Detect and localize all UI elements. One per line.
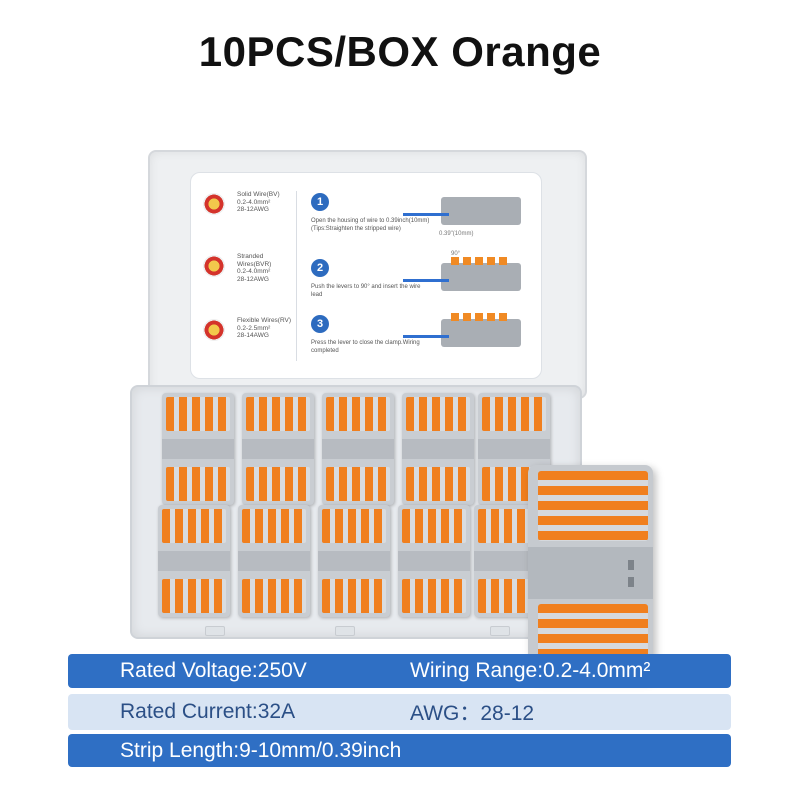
spec-row-1: Rated Voltage:250V Wiring Range:0.2-4.0m… [68, 654, 731, 688]
connector-closeup [528, 465, 653, 680]
box-tab [490, 626, 510, 636]
wiring-range: Wiring Range:0.2-4.0mm² [410, 659, 651, 682]
wire-cross-section-icon [203, 319, 225, 341]
page-title: 10PCS/BOX Orange [198, 28, 602, 75]
card-divider [296, 191, 297, 361]
rated-voltage: Rated Voltage:250V [120, 659, 307, 682]
connector [238, 505, 310, 617]
awg-range: AWG：28-12 [410, 702, 535, 725]
rated-current: Rated Current:32A [120, 700, 296, 723]
connector-illustration [441, 197, 521, 225]
connector [398, 505, 470, 617]
connector [162, 393, 234, 505]
lever-illustration [451, 257, 511, 265]
connector [242, 393, 314, 505]
connector [158, 505, 230, 617]
connector-illustration [441, 263, 521, 291]
wire-cross-section-icon [203, 255, 225, 277]
step-text: Press the lever to close the clamp.Wirin… [311, 340, 420, 354]
wire-illustration [403, 335, 449, 338]
connector [478, 393, 550, 505]
lever-illustration [451, 313, 511, 321]
wire-cross-section-icon [203, 193, 225, 215]
connector [318, 505, 390, 617]
step-number: 3 [311, 315, 329, 333]
step-number: 2 [311, 259, 329, 277]
spec-row-2: Rated Current:32A AWG：28-12 [68, 694, 731, 730]
wire-illustration [403, 213, 449, 216]
connector [402, 393, 474, 505]
box-tab [205, 626, 225, 636]
step-note: 0.39"(10mm) [439, 231, 474, 237]
connector [322, 393, 394, 505]
step-note: 90° [451, 251, 461, 257]
spec-row-3: Strip Length:9-10mm/0.39inch [68, 734, 731, 767]
instruction-card: Solid Wire(BV) 0.2-4.0mm² 28-12AWG Stran… [190, 172, 542, 379]
box-tab [335, 626, 355, 636]
step-text: Open the housing of wire to 0.39inch(10m… [311, 218, 430, 232]
strip-length: Strip Length:9-10mm/0.39inch [120, 738, 402, 762]
connector-illustration [441, 319, 521, 347]
wire-illustration [403, 279, 449, 282]
step-number: 1 [311, 193, 329, 211]
step-text: Push the levers to 90° and insert the wi… [311, 284, 421, 298]
